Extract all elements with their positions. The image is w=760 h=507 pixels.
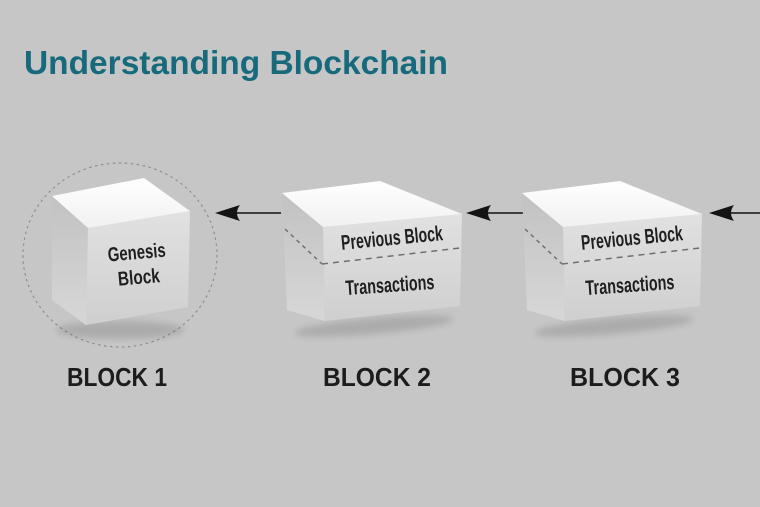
left-arrow-icon [466,205,491,221]
block-3-divider-dashed-line [561,247,701,265]
block-3-divider-dashed-line-side [524,228,563,265]
arrow-incoming-to-block3 [709,205,760,221]
block-1-shadow [56,321,184,339]
block-1-front-face [86,211,190,325]
left-arrow-icon [709,205,734,221]
block-2-top-face [282,181,462,227]
block-1-side-face [52,196,88,325]
block-1-face-labels: Genesis Block [107,240,167,291]
block-1-group: Genesis Block BLOCK 1 [22,162,218,392]
block-2-shadow [294,315,454,337]
arrow-block2-to-block1 [215,205,281,221]
block-2-divider-dashed-line-side [284,228,323,265]
block-3-side-face [522,193,565,321]
block-3-group: Previous Block Transactions BLOCK 3 [522,181,702,392]
left-arrow-icon [215,205,240,221]
page-title: Understanding Blockchain [24,44,448,81]
block-3-front-face [563,214,702,321]
block-1-caption: BLOCK 1 [67,362,167,392]
block-2-side-face [282,193,325,321]
arrow-block3-to-block2 [466,205,523,221]
block-1-top-face [52,178,190,228]
block-3-top-face [522,181,702,227]
block-3-caption: BLOCK 3 [570,362,680,392]
block-2-group: Previous Block Transactions BLOCK 2 [282,181,462,392]
genesis-dashed-circle-icon [22,162,218,348]
block-2-front-face [323,214,462,321]
block-2-divider-dashed-line [321,247,461,265]
block-1-face-label-line1: Genesis [107,240,167,267]
block-3-shadow [534,315,694,337]
block-1-face-label-line2: Block [117,265,161,291]
block-2-caption: BLOCK 2 [323,362,431,392]
